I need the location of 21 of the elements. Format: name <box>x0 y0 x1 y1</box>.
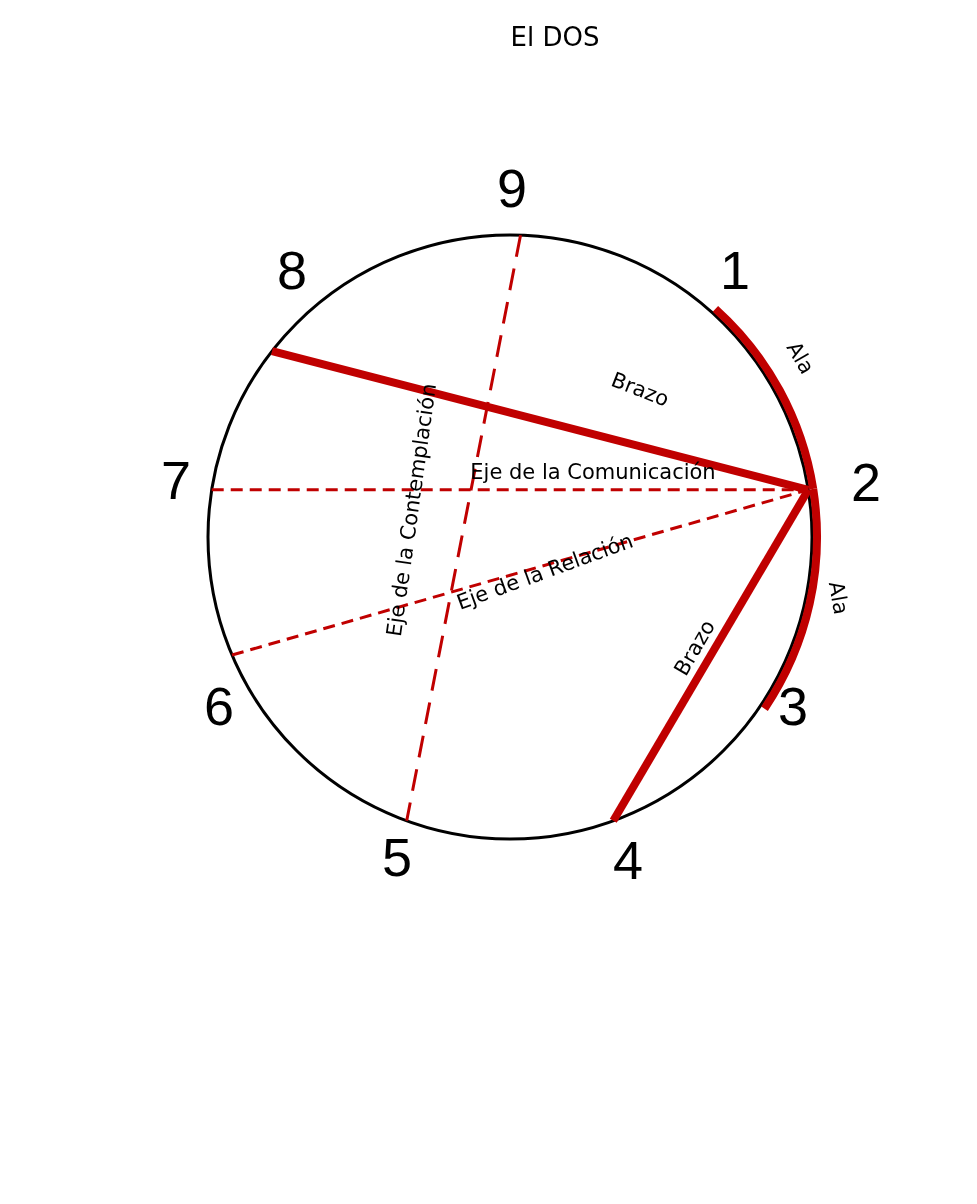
arc-line <box>712 306 818 490</box>
line <box>609 487 812 823</box>
edge-label: Ala <box>782 338 818 378</box>
point-number: 1 <box>720 243 750 297</box>
dashed-line <box>231 488 809 657</box>
edge-label: Eje de la Comunicación <box>470 461 716 483</box>
line <box>271 347 810 494</box>
point-number: 3 <box>778 679 808 733</box>
edge-label: Ala <box>824 579 852 617</box>
arc-line <box>761 488 821 711</box>
point-number: 5 <box>382 830 412 884</box>
dashed-line <box>211 488 809 492</box>
diagram-title: El DOS <box>510 22 600 52</box>
point-number: 4 <box>613 833 643 887</box>
point-number: 7 <box>161 453 191 507</box>
dashed-line <box>405 234 522 822</box>
point-number: 6 <box>204 679 234 733</box>
point-number: 9 <box>497 161 527 215</box>
edge-label: Brazo <box>608 369 672 411</box>
point-number: 8 <box>277 243 307 297</box>
point-number: 2 <box>851 455 881 509</box>
